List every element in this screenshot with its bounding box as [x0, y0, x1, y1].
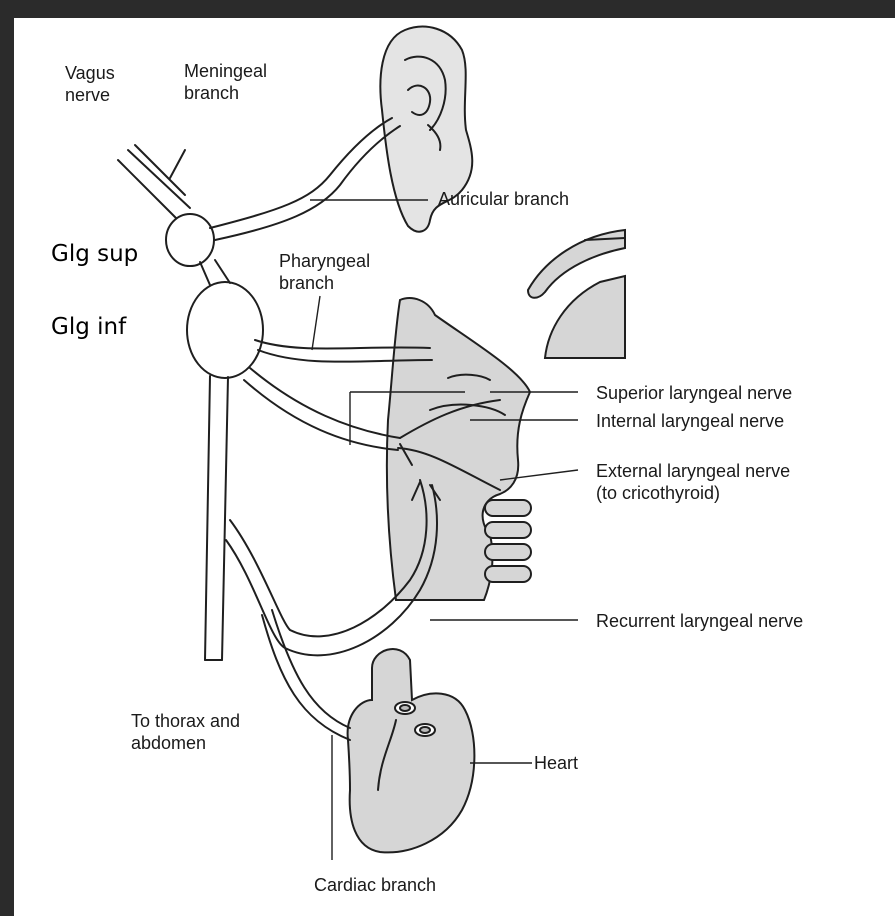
glg-inf-label: Glg inf — [51, 313, 126, 341]
meningeal-branch-label: Meningeal branch — [184, 60, 267, 104]
heart-illustration — [348, 649, 475, 852]
to-thorax-abdomen-label: To thorax and abdomen — [131, 710, 240, 754]
cardiac-branch-label: Cardiac branch — [314, 874, 436, 896]
pharyngeal-branch-label-line-2: branch — [279, 272, 370, 294]
heart-label: Heart — [534, 752, 578, 774]
meningeal-branch-label-line-2: branch — [184, 82, 267, 104]
recurrent-laryngeal-nerve-label: Recurrent laryngeal nerve — [596, 610, 803, 632]
external-laryngeal-nerve-label-line-1: External laryngeal nerve — [596, 460, 790, 482]
meningeal-branch-label-line-1: Meningeal — [184, 60, 267, 82]
vagus-nerve-label-line-2: nerve — [65, 84, 115, 106]
internal-laryngeal-nerve-label: Internal laryngeal nerve — [596, 410, 784, 432]
to-thorax-abdomen-label-line-1: To thorax and — [131, 710, 240, 732]
diagram-frame: Vagus nerve Meningeal branch Auricular b… — [14, 18, 895, 916]
to-thorax-abdomen-label-line-2: abdomen — [131, 732, 240, 754]
pharyngeal-branch-label-line-1: Pharyngeal — [279, 250, 370, 272]
glg-sup-label: Glg sup — [51, 240, 138, 268]
pharyngeal-branch-label: Pharyngeal branch — [279, 250, 370, 294]
vagus-nerve-label-line-1: Vagus — [65, 62, 115, 84]
superior-laryngeal-nerve-label: Superior laryngeal nerve — [596, 382, 792, 404]
external-laryngeal-nerve-label: External laryngeal nerve (to cricothyroi… — [596, 460, 790, 504]
auricular-branch-label: Auricular branch — [438, 188, 569, 210]
external-laryngeal-nerve-label-line-2: (to cricothyroid) — [596, 482, 790, 504]
epiglottis-illustration — [528, 230, 625, 358]
vagus-nerve-label: Vagus nerve — [65, 62, 115, 106]
